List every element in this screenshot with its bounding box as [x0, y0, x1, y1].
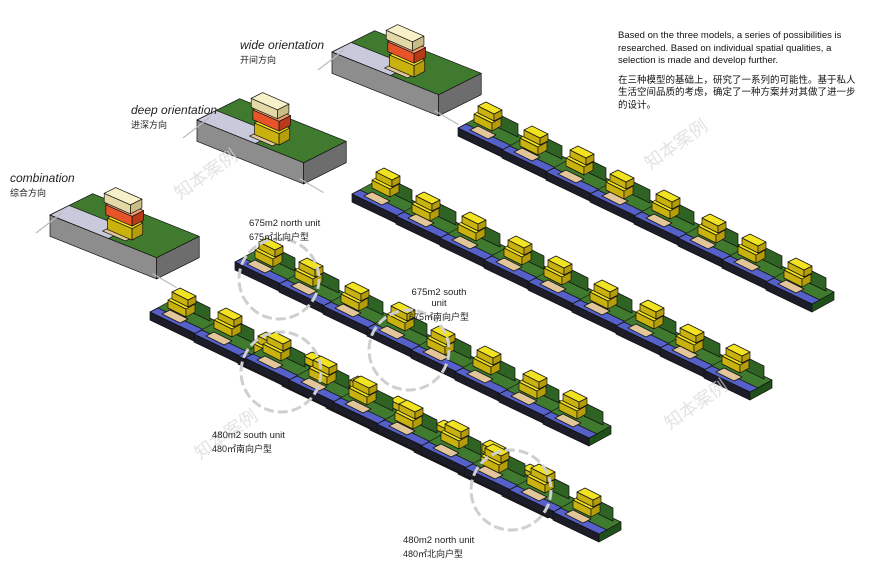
- label-480-north-unit: 480m2 north unit 480㎡北向户型: [403, 535, 475, 559]
- label-wide-orientation: wide orientation 开间方向: [240, 38, 325, 65]
- watermark-text: 知本案例: [641, 116, 712, 174]
- housing-unit: [410, 325, 480, 381]
- terrain-model: [317, 24, 482, 126]
- housing-unit: [234, 237, 304, 293]
- housing-unit: [721, 233, 791, 291]
- housing-unit: [703, 343, 773, 401]
- housing-unit: [193, 307, 263, 365]
- label-675-north-unit: 675m2 north unit 675㎡北向户型: [249, 218, 321, 242]
- highlight-circle: [237, 237, 321, 321]
- housing-unit: [244, 331, 314, 389]
- housing-unit: [351, 167, 421, 225]
- housing-unit: [498, 369, 568, 425]
- description-block: Based on the three models, a series of p…: [618, 30, 858, 119]
- label-combination: combination 综合方向: [10, 171, 75, 198]
- housing-unit: [542, 389, 612, 447]
- housing-unit: [765, 257, 835, 313]
- watermark-text: 知本案例: [661, 376, 732, 434]
- terrain-model: [182, 92, 347, 194]
- label-675-south-unit: 675m2 south unit 675㎡南向户型: [408, 287, 470, 322]
- watermark-text: 知本案例: [171, 146, 242, 204]
- highlight-circle: [469, 448, 553, 532]
- highlight-circle: [239, 330, 323, 414]
- description-zh: 在三种模型的基础上，研究了一系列的可能性。基于私人生活空间品质的考虑，确定了一种…: [618, 74, 856, 111]
- housing-unit: [589, 169, 659, 225]
- label-deep-orientation: deep orientation 进深方向: [131, 103, 218, 130]
- housing-unit: [508, 463, 578, 521]
- highlight-circle: [367, 308, 451, 392]
- housing-unit: [571, 279, 641, 335]
- label-480-south-unit: 480m2 south unit 480㎡南向户型: [212, 430, 285, 454]
- housing-unit: [483, 235, 553, 291]
- housing-unit: [552, 487, 622, 543]
- housing-unit: [376, 399, 446, 455]
- description-en: Based on the three models, a series of p…: [618, 30, 842, 66]
- terrain-model: [35, 187, 200, 289]
- housing-unit: [149, 287, 219, 343]
